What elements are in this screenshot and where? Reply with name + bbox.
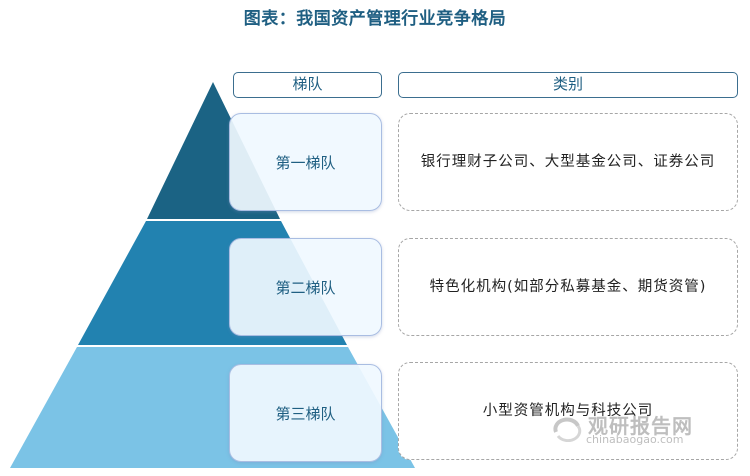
- tier-3-category: 小型资管机构与科技公司: [482, 403, 654, 419]
- page-title: 图表：我国资产管理行业竞争格局: [243, 9, 507, 29]
- tier-3-label: 第三梯队: [275, 404, 336, 423]
- tier-2-category-box: 特色化机构(如部分私募基金、期货资管): [398, 238, 738, 336]
- tier-1-box: 第一梯队: [229, 113, 382, 211]
- tier-1-category: 银行理财子公司、大型基金公司、证券公司: [420, 154, 716, 170]
- tier-2-category: 特色化机构(如部分私募基金、期货资管): [429, 279, 707, 295]
- header-tier: 梯队: [233, 72, 382, 98]
- tier-1-category-box: 银行理财子公司、大型基金公司、证券公司: [398, 113, 738, 211]
- tier-3-box: 第三梯队: [229, 364, 382, 462]
- tier-1-label: 第一梯队: [275, 153, 336, 172]
- tier-2-box: 第二梯队: [229, 238, 382, 336]
- header-category: 类别: [398, 72, 738, 98]
- tier-3-category-box: 小型资管机构与科技公司: [398, 362, 738, 460]
- tier-2-label: 第二梯队: [275, 278, 336, 297]
